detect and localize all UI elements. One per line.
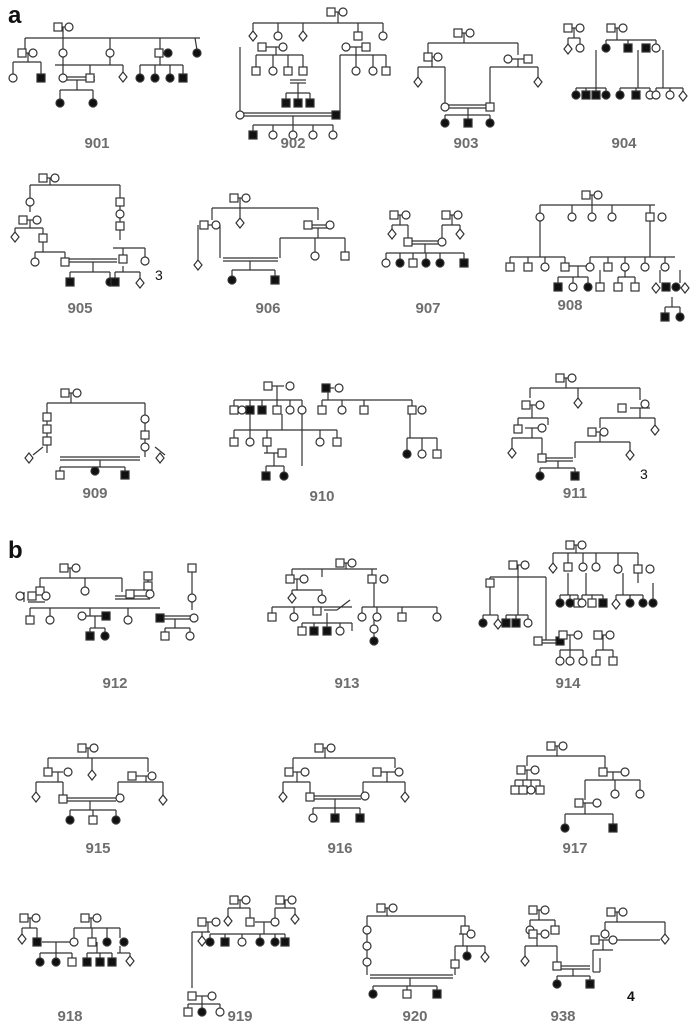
pedigree-906-diagram <box>193 193 350 285</box>
pedigree-911-diagram <box>507 373 660 481</box>
pedigree-916-diagram <box>278 743 410 823</box>
pedigree-901-diagram <box>8 22 202 108</box>
pedigree-903: 903 <box>410 25 550 170</box>
pedigree-label-913: 913 <box>334 675 360 692</box>
pedigree-label-904: 904 <box>611 135 637 152</box>
pedigree-label-916: 916 <box>327 840 353 857</box>
pedigree-917: 917 <box>505 738 665 865</box>
pedigree-910-diagram <box>229 381 442 481</box>
pedigree-901: 901 <box>5 20 215 170</box>
pedigree-label-920: 920 <box>402 1008 428 1025</box>
pedigree-label-903: 903 <box>453 135 479 152</box>
pedigree-905: 3 905 <box>5 170 185 320</box>
pedigree-label-905: 905 <box>67 300 93 317</box>
pedigree-920-diagram <box>362 903 490 999</box>
pedigree-label-915: 915 <box>85 840 111 857</box>
pedigree-902-diagram <box>235 7 391 140</box>
pedigree-919: 919 <box>180 888 320 1033</box>
panel-letter-b: b <box>8 537 23 564</box>
pedigree-label-909: 909 <box>82 485 108 502</box>
pedigree-label-907: 907 <box>415 300 441 317</box>
pedigree-907: 907 <box>378 205 488 320</box>
pedigree-908-diagram <box>505 190 690 322</box>
pedigree-note-938: 4 <box>627 988 635 1004</box>
pedigree-label-912: 912 <box>102 675 128 692</box>
panel-letter-a: a <box>8 2 22 29</box>
pedigree-label-914: 914 <box>555 675 581 692</box>
pedigree-910: 910 <box>222 378 447 508</box>
pedigree-904-diagram <box>563 23 688 102</box>
pedigree-904: 904 <box>558 20 693 170</box>
pedigree-label-919: 919 <box>227 1008 253 1025</box>
pedigree-915: 915 <box>28 740 188 865</box>
pedigree-label-902: 902 <box>280 135 306 152</box>
pedigree-908: 908 <box>500 185 695 335</box>
pedigree-907-diagram <box>381 210 469 268</box>
pedigree-label-908: 908 <box>557 297 583 314</box>
pedigree-918: 918 <box>12 908 157 1033</box>
pedigree-918-diagram <box>17 913 135 967</box>
pedigree-914: 914 <box>478 535 693 700</box>
pedigree-label-918: 918 <box>57 1008 83 1025</box>
pedigree-909: 909 <box>15 385 185 505</box>
pedigree-label-911: 911 <box>562 485 588 502</box>
pedigree-913-diagram <box>267 558 442 646</box>
pedigree-920: 920 <box>355 900 495 1033</box>
pedigree-914-diagram <box>478 540 658 666</box>
pedigree-label-910: 910 <box>309 488 335 505</box>
pedigree-906: 906 <box>190 190 360 320</box>
pedigree-916: 916 <box>275 740 425 865</box>
pedigree-note-911: 3 <box>640 466 648 482</box>
pedigree-905-diagram <box>10 173 150 289</box>
pedigree-912: 912 <box>10 560 215 700</box>
pedigree-label-938: 938 <box>550 1008 576 1025</box>
pedigree-label-901: 901 <box>84 135 110 152</box>
pedigree-917-diagram <box>510 741 645 833</box>
pedigree-903-diagram <box>413 28 543 128</box>
pedigree-913: 913 <box>262 555 452 700</box>
pedigree-938: 4 938 <box>515 900 693 1033</box>
pedigree-938-diagram <box>520 905 670 989</box>
pedigree-912-diagram <box>15 563 199 641</box>
pedigree-note-905: 3 <box>155 267 163 283</box>
pedigree-915-diagram <box>31 743 168 825</box>
pedigree-902: 902 <box>228 5 408 170</box>
pedigree-909-diagram <box>24 388 166 480</box>
pedigree-label-906: 906 <box>255 300 281 317</box>
pedigree-911: 3 911 <box>500 370 680 508</box>
pedigree-919-diagram <box>183 895 300 1017</box>
pedigree-label-917: 917 <box>562 840 588 857</box>
